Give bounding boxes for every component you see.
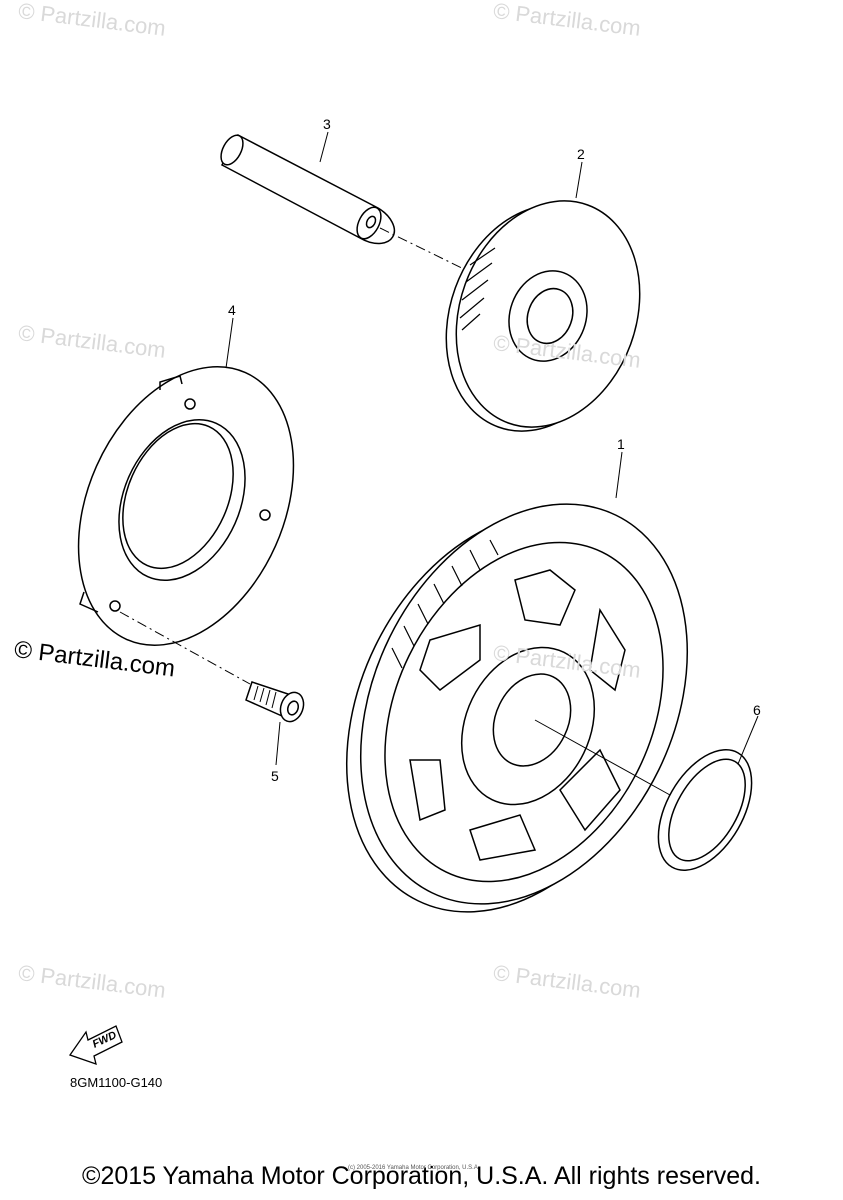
part-1-starter-gear[interactable] (283, 449, 751, 966)
leader-lines (225, 131, 759, 766)
part-5-bolt[interactable] (245, 681, 307, 725)
callout-1[interactable]: 1 (617, 436, 625, 452)
diagram-code: 8GM1100-G140 (70, 1075, 163, 1090)
callout-4[interactable]: 4 (228, 302, 236, 318)
callout-2[interactable]: 2 (577, 146, 585, 162)
fwd-arrow-icon (68, 1025, 123, 1066)
part-4-clutch-plate[interactable] (37, 333, 335, 679)
copyright-notice: ©2015 Yamaha Motor Corporation, U.S.A. A… (82, 1162, 761, 1190)
part-3-pin[interactable] (217, 132, 396, 245)
fine-print: (c) 2005-2016 Yamaha Motor Corporation, … (348, 1165, 480, 1171)
part-6-washer[interactable] (639, 734, 771, 886)
part-2-idler-gear[interactable] (416, 175, 671, 457)
callout-3[interactable]: 3 (323, 116, 331, 132)
callout-5[interactable]: 5 (271, 768, 279, 784)
callout-6[interactable]: 6 (753, 702, 761, 718)
